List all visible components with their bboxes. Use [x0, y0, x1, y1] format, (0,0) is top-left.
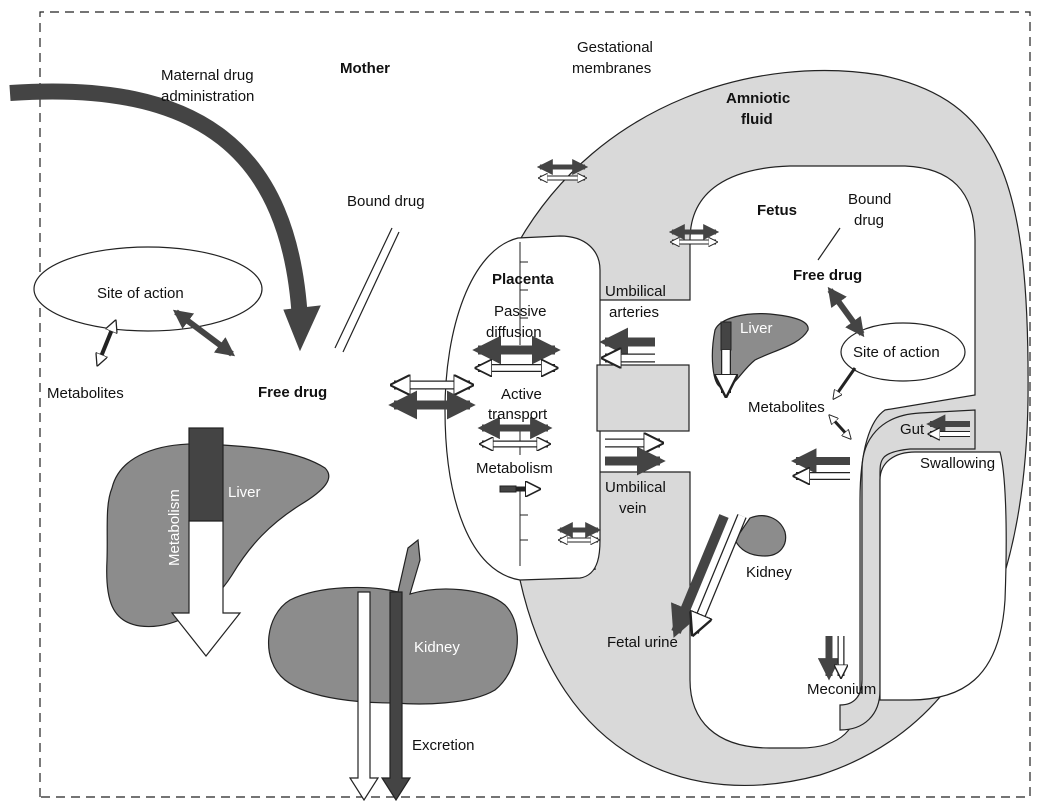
- label-gut: Gut: [900, 421, 925, 438]
- label-site-of-action-fetus: Site of action: [853, 344, 940, 361]
- label-maternal-drug-administration-2: administration: [161, 88, 254, 105]
- maternal-administration-arrow: [9, 83, 308, 321]
- label-bound-drug-mother: Bound drug: [347, 193, 425, 210]
- label-umbilical-vein-2: vein: [619, 500, 647, 517]
- fetal-urine-arrow-light-fill: [694, 514, 746, 632]
- label-amniotic-fluid: Amniotic: [726, 90, 790, 107]
- label-metabolites-mother: Metabolites: [47, 385, 124, 402]
- label-mother: Mother: [340, 60, 390, 77]
- label-excretion: Excretion: [412, 737, 475, 754]
- site-action-mother-arrow: [172, 309, 236, 357]
- excretion-arrow-light: [348, 591, 380, 802]
- metabolites-gut-arrow: [830, 416, 850, 438]
- label-fetus: Fetus: [757, 202, 797, 219]
- label-umbilical-vein: Umbilical: [605, 479, 666, 496]
- label-bound-drug-fetus: Bound: [848, 191, 891, 208]
- label-passive-diffusion: Passive: [494, 303, 547, 320]
- label-bound-drug-fetus-2: drug: [854, 212, 884, 229]
- metabolites-fetus-arrow: [834, 367, 857, 398]
- maternal-administration-arrowhead: [283, 305, 321, 352]
- membrane-exchange-arrows-top: [536, 158, 589, 178]
- label-active-transport: Active: [501, 386, 542, 403]
- label-maternal-drug-administration: Maternal drug: [161, 67, 254, 84]
- label-gestational-membranes: Gestational: [577, 39, 653, 56]
- bound-free-arrow-fetus: [817, 227, 841, 261]
- placenta-metabolism-bar: [499, 485, 517, 493]
- label-swallowing: Swallowing: [920, 455, 995, 472]
- label-umbilical-arteries-2: arteries: [609, 304, 659, 321]
- label-free-drug-mother: Free drug: [258, 384, 327, 401]
- fetal-urine-arrow-dark: [671, 514, 729, 638]
- membrane-exchange-arrows-fetus: [668, 223, 720, 242]
- umbilical-cord-block: [596, 364, 690, 432]
- site-action-fetus-arrow: [827, 286, 865, 338]
- dashed-border: [39, 11, 1031, 798]
- liver-mother-metabolism-dark: [188, 427, 224, 522]
- label-active-transport-2: transport: [488, 406, 548, 423]
- label-placenta: Placenta: [492, 271, 554, 288]
- label-site-of-action-mother: Site of action: [97, 285, 184, 302]
- excretion-arrow-dark: [380, 591, 412, 802]
- label-passive-diffusion-2: diffusion: [486, 324, 542, 341]
- liver-fetus-metabolism-bar: [720, 321, 732, 351]
- label-fetal-urine: Fetal urine: [607, 634, 678, 651]
- label-liver-fetus: Liver: [740, 320, 773, 337]
- label-metabolites-fetus: Metabolites: [748, 399, 825, 416]
- label-free-drug-fetus: Free drug: [793, 267, 862, 284]
- label-liver-mother: Liver: [228, 484, 261, 501]
- label-kidney-fetus: Kidney: [746, 564, 792, 581]
- kidney-fetus-shape: [734, 515, 787, 557]
- label-kidney-mother: Kidney: [414, 639, 460, 656]
- label-gestational-membranes-2: membranes: [572, 60, 651, 77]
- label-metabolism-mother: Metabolism: [166, 489, 183, 566]
- metabolites-mother-arrow: [98, 322, 115, 364]
- liver-mother-metabolism-arrow: [170, 520, 242, 657]
- placenta: [444, 235, 601, 581]
- label-umbilical-arteries: Umbilical: [605, 283, 666, 300]
- site-of-action-fetus-ellipse: [840, 322, 966, 382]
- label-amniotic-fluid-2: fluid: [741, 111, 773, 128]
- membrane-exchange-arrows-bottom: [556, 521, 602, 540]
- label-meconium: Meconium: [807, 681, 876, 698]
- gut-loop-inner: [879, 451, 1007, 701]
- label-metabolism-placenta: Metabolism: [476, 460, 553, 477]
- bound-free-arrow-mother-1: [334, 227, 393, 349]
- bound-free-arrow-mother-2: [342, 231, 400, 353]
